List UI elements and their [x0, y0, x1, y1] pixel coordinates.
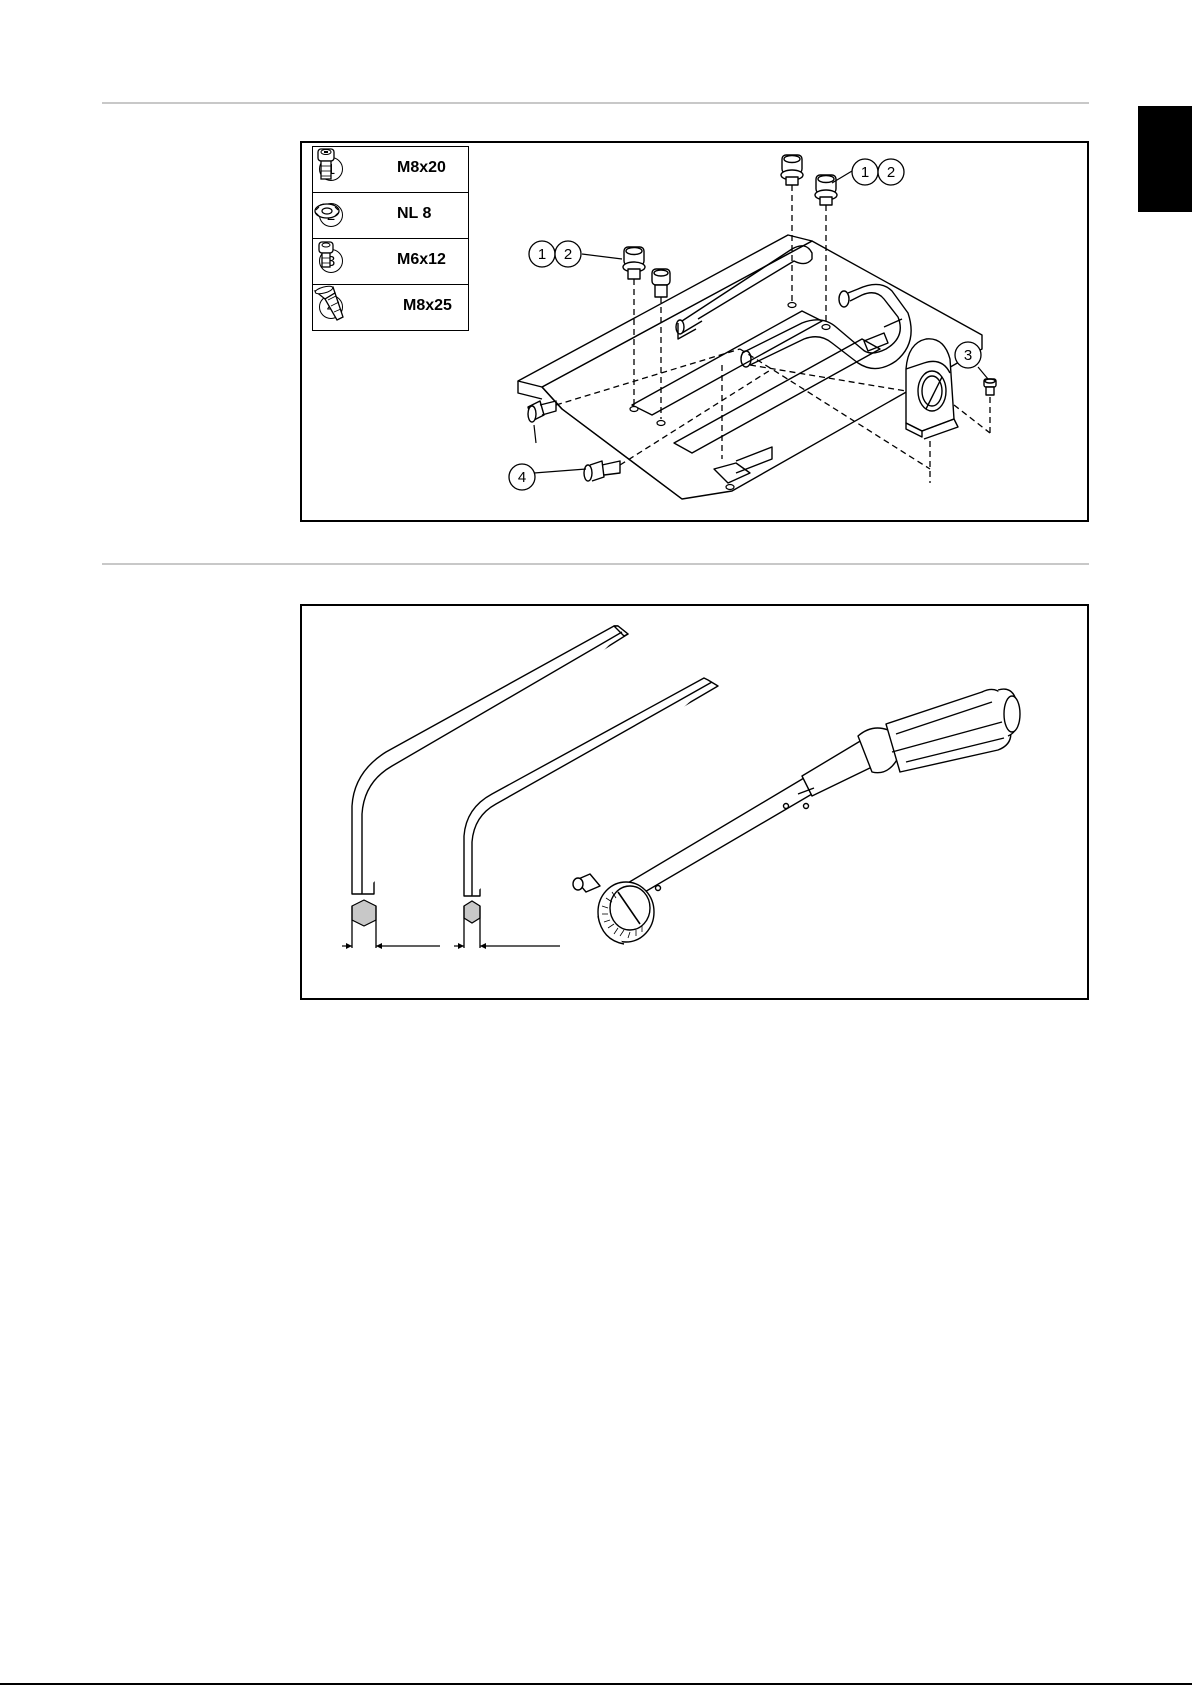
countersunk-screw-left: [528, 401, 556, 422]
hex-section-small: [454, 901, 560, 949]
svg-text:1: 1: [861, 164, 869, 181]
svg-text:2: 2: [887, 164, 895, 181]
callout-side: 3: [955, 342, 981, 368]
screw-top-left: [623, 247, 645, 279]
chapter-tab: [1138, 106, 1192, 212]
svg-text:1: 1: [538, 246, 546, 263]
hex-section-large: [342, 900, 440, 949]
assembly-drawing: 1 2 1 2 3 4: [302, 143, 1091, 524]
svg-text:2: 2: [564, 246, 572, 263]
callout-bottom: 4: [509, 464, 535, 490]
tools-drawing: [302, 606, 1091, 1002]
screw-top-right: [781, 155, 803, 185]
section-divider-top: [102, 102, 1089, 104]
svg-text:3: 3: [964, 347, 972, 364]
callout-left-pair: 1 2: [529, 241, 581, 267]
callout-right-pair: 1 2: [852, 159, 904, 185]
svg-text:4: 4: [518, 469, 526, 486]
section-divider-middle: [102, 563, 1089, 565]
screw-side: [984, 379, 996, 395]
screw-top-left-2: [652, 269, 670, 297]
countersunk-screw-bottom: [584, 461, 620, 481]
screw-top-right-2: [815, 175, 837, 205]
assembly-figure: 1 M8x20 2 NL 8 3: [300, 141, 1089, 522]
tools-figure: [300, 604, 1089, 1000]
